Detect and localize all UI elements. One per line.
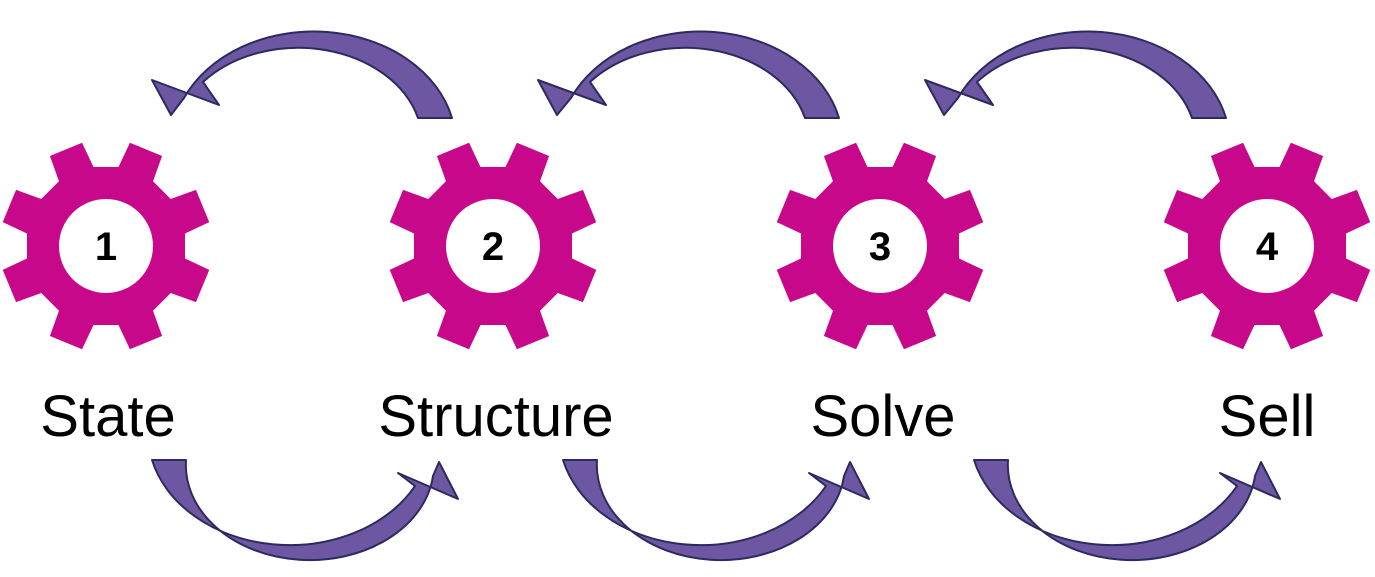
gear-step-2: 2 bbox=[389, 142, 597, 350]
back-arrow-4-to-3 bbox=[924, 30, 1227, 119]
gear-icon bbox=[776, 142, 984, 350]
gear-icon bbox=[389, 142, 597, 350]
gear-icon bbox=[2, 142, 210, 350]
step-number: 1 bbox=[95, 225, 117, 269]
step-label-solve: Solve bbox=[810, 384, 955, 449]
step-number: 4 bbox=[1256, 225, 1279, 269]
step-number: 2 bbox=[482, 225, 504, 269]
back-arrow-3-to-2 bbox=[537, 30, 840, 119]
step-label-structure: Structure bbox=[378, 384, 613, 449]
forward-arrows bbox=[151, 459, 1281, 562]
gear-step-3: 3 bbox=[776, 142, 984, 350]
forward-arrow-3-to-4 bbox=[973, 459, 1281, 562]
forward-arrow-1-to-2 bbox=[151, 459, 459, 562]
step-label-state: State bbox=[40, 384, 175, 449]
step-number: 3 bbox=[869, 225, 891, 269]
back-arrow-2-to-1 bbox=[151, 30, 453, 119]
gear-step-4: 4 bbox=[1163, 142, 1371, 350]
forward-arrow-2-to-3 bbox=[562, 459, 870, 562]
gear-icon bbox=[1163, 142, 1371, 350]
step-label-sell: Sell bbox=[1219, 384, 1316, 449]
gear-step-1: 1 bbox=[2, 142, 210, 350]
backward-arrows bbox=[151, 30, 1227, 119]
